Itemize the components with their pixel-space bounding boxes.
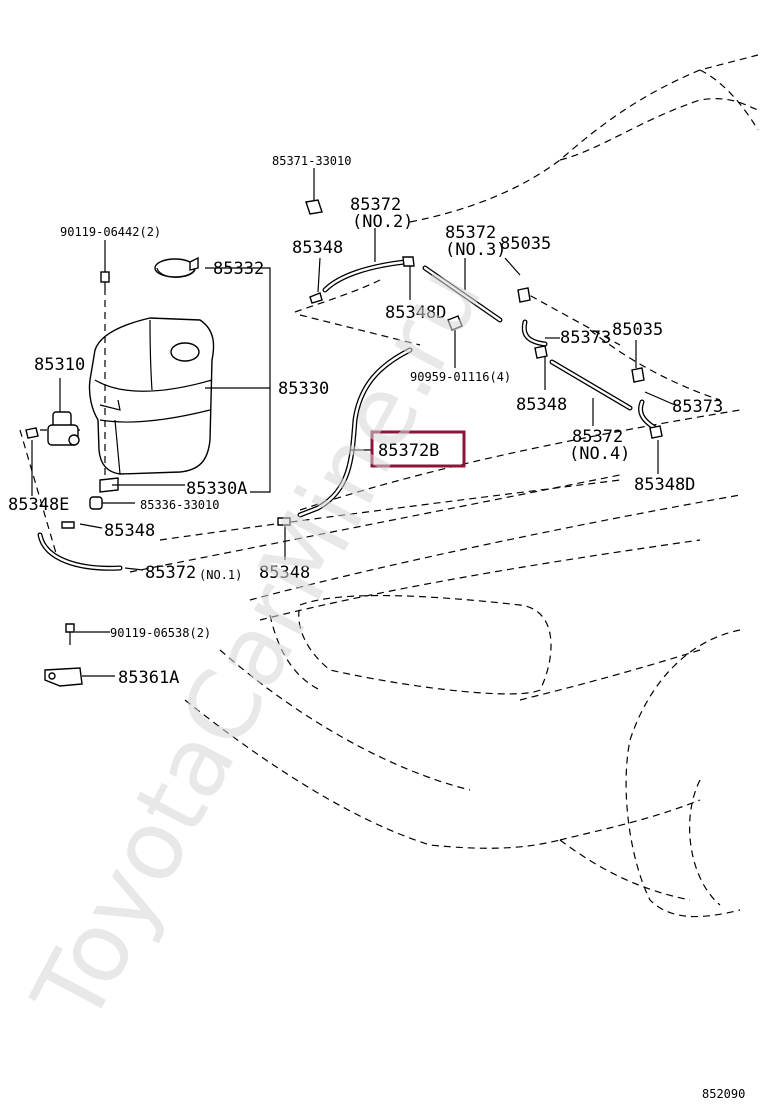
label-85035-b: 85035 — [612, 320, 663, 340]
label-85372-no1: 85372 — [145, 563, 196, 583]
label-85372-no4: 85372 — [572, 427, 623, 447]
label-85372-no2-sub: (NO.2) — [352, 212, 413, 232]
label-85373-a: 85373 — [560, 328, 611, 348]
label-85348e: 85348E — [8, 495, 69, 515]
label-85372-no4-sub: (NO.4) — [569, 444, 630, 464]
label-85336-33010: 85336-33010 — [140, 498, 219, 512]
label-85348d-right: 85348D — [634, 475, 695, 495]
label-85310: 85310 — [34, 355, 85, 375]
label-85372-no3: 85372 — [445, 223, 496, 243]
hose-no4 — [549, 359, 633, 411]
jet-85035-upper — [517, 287, 548, 359]
washer-tank — [88, 300, 215, 480]
nozzle-85371 — [305, 180, 323, 215]
label-85348-top: 85348 — [292, 238, 343, 258]
label-85372-no2: 85372 — [350, 195, 401, 215]
leader-lines — [31, 168, 676, 677]
bracket-85361a — [44, 623, 83, 687]
label-85372b: 85372B — [378, 441, 439, 461]
label-85348-bottom: 85348 — [259, 563, 310, 583]
label-90959-01116: 90959-01116(4) — [410, 370, 511, 384]
label-85332: 85332 — [213, 259, 264, 279]
label-85373-b: 85373 — [672, 397, 723, 417]
label-90119-06538: 90119-06538(2) — [110, 626, 211, 640]
label-85330a: 85330A — [186, 479, 247, 499]
washer-pump — [25, 411, 80, 446]
label-85348-right: 85348 — [516, 395, 567, 415]
grommet-and-fitting — [89, 477, 119, 510]
label-85330: 85330 — [278, 379, 329, 399]
label-85348-left: 85348 — [104, 521, 155, 541]
highlight-box — [370, 430, 466, 468]
tank-cap — [154, 256, 199, 278]
clip-90959 — [447, 315, 463, 331]
label-85361a: 85361A — [118, 668, 179, 688]
label-85035-a: 85035 — [500, 234, 551, 254]
label-85372-no3-sub: (NO.3) — [445, 240, 506, 260]
hose-85372b — [277, 347, 413, 526]
label-90119-06442: 90119-06442(2) — [60, 225, 161, 239]
jet-85035-lower — [631, 367, 663, 439]
label-85371-33010: 85371-33010 — [272, 154, 351, 168]
hose-no3 — [422, 265, 503, 323]
hose-no2 — [309, 256, 415, 304]
vehicle-outline — [19, 54, 759, 918]
bolt-90119-06442 — [100, 271, 110, 295]
figure-number: 852090 — [702, 1087, 745, 1101]
label-85348d-mid: 85348D — [385, 303, 446, 323]
hose-no1 — [37, 521, 123, 571]
part-labels: 85371-33010 90119-06442(2) 85372 (NO.2) … — [8, 154, 723, 688]
label-85372-no1-sub: (NO.1) — [199, 568, 242, 582]
